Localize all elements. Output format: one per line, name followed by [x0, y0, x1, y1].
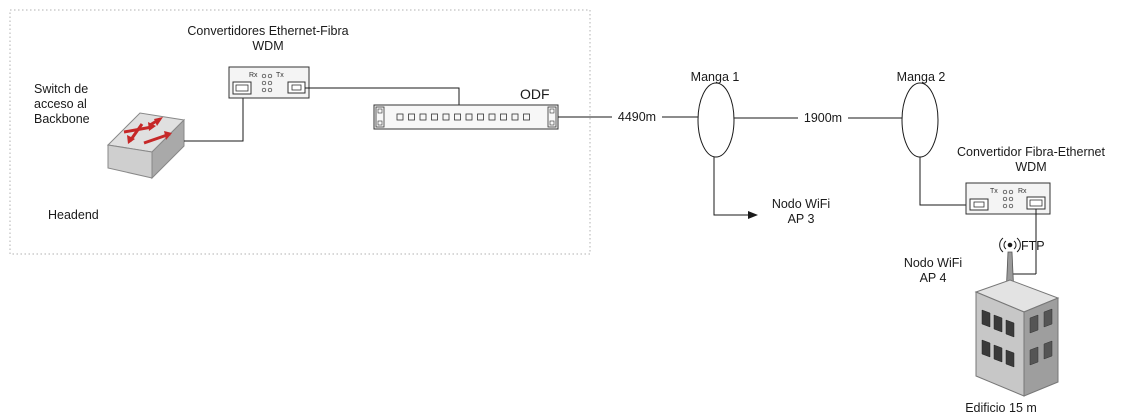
switch-label-line2: acceso al: [34, 97, 104, 112]
odf-label: ODF: [520, 87, 550, 102]
ap3-label-line1: Nodo WiFi: [766, 197, 836, 212]
switch-icon: [108, 113, 184, 178]
converter-label-line1: Convertidores Ethernet-Fibra: [168, 24, 368, 39]
ap3-label: Nodo WiFi AP 3: [766, 197, 836, 227]
remote-converter-label-line2: WDM: [946, 160, 1116, 175]
ftp-label: FTP: [1021, 239, 1045, 254]
switch-label: Switch de acceso al Backbone: [34, 82, 104, 127]
remote-converter-label: Convertidor Fibra-Ethernet WDM: [946, 145, 1116, 175]
distance-2-label: 1900m: [798, 111, 848, 126]
ap3-label-line2: AP 3: [766, 212, 836, 227]
converter-label: Convertidores Ethernet-Fibra WDM: [168, 24, 368, 54]
wireless-icon: [1000, 238, 1021, 252]
remote-tx-label: Tx: [990, 188, 998, 195]
arrow-ap3-icon: [748, 211, 758, 219]
distance-1-label: 4490m: [612, 110, 662, 125]
switch-label-line3: Backbone: [34, 112, 104, 127]
building-label: Edificio 15 m: [956, 401, 1046, 416]
headend-title: Headend: [48, 208, 99, 223]
manga2-splice-icon: [902, 83, 938, 157]
remote-rx-label: Rx: [1018, 188, 1027, 195]
converter-rx-label: Rx: [249, 72, 258, 79]
ap4-label-line1: Nodo WiFi: [898, 256, 968, 271]
manga2-label: Manga 2: [886, 70, 956, 85]
link-manga1-ap3: [714, 157, 750, 215]
ap4-label: Nodo WiFi AP 4: [898, 256, 968, 286]
manga1-label: Manga 1: [680, 70, 750, 85]
converter-tx-label: Tx: [276, 72, 284, 79]
converter-label-line2: WDM: [168, 39, 368, 54]
odf-panel-icon: [374, 105, 558, 129]
ap4-label-line2: AP 4: [898, 271, 968, 286]
remote-converter-icon: [966, 183, 1050, 214]
headend-converter-icon: [229, 67, 309, 98]
remote-converter-label-line1: Convertidor Fibra-Ethernet: [946, 145, 1116, 160]
manga1-splice-icon: [698, 83, 734, 157]
switch-label-line1: Switch de: [34, 82, 104, 97]
link-switch-converter: [184, 92, 243, 141]
